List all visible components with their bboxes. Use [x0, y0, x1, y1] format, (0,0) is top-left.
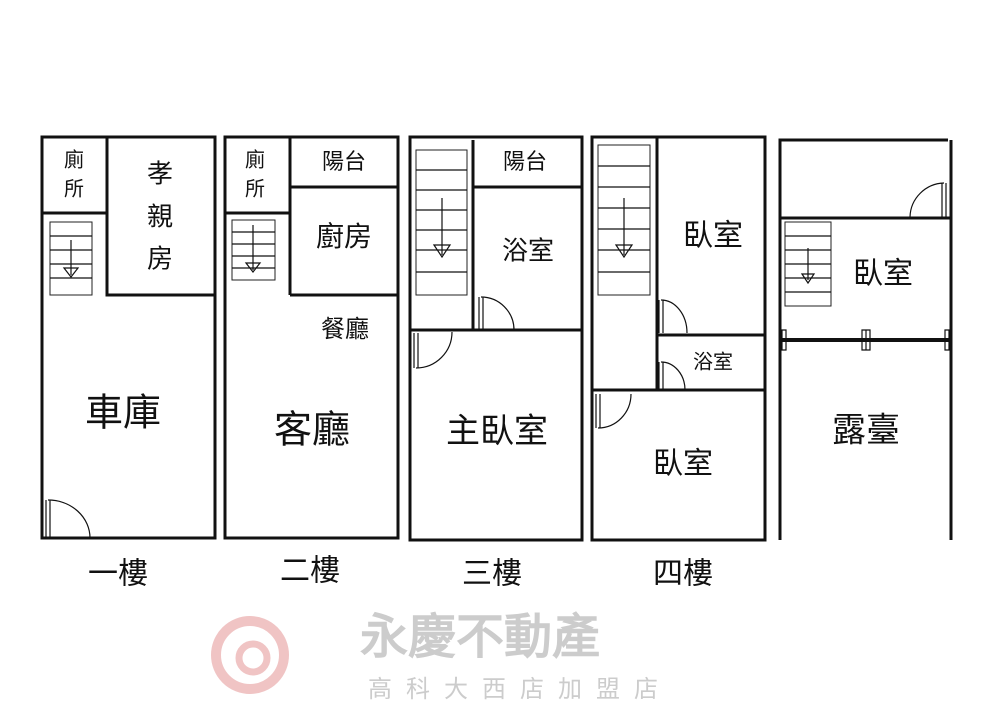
floor-1: 廁 所 孝 親 房 車庫: [40, 135, 217, 540]
room-label-balcony: 陽台: [322, 150, 366, 175]
stairs-icon: [49, 221, 93, 296]
room-label-bath: 浴室: [693, 350, 733, 374]
door-icon: [413, 331, 453, 369]
room-label-parents: 親: [147, 203, 173, 233]
stairs-icon: [231, 219, 276, 281]
room-label-living: 客廳: [274, 408, 350, 452]
room-label-dining: 餐廳: [321, 315, 369, 343]
floor-label: 一樓: [88, 557, 148, 592]
door-icon: [658, 361, 686, 391]
sliding-door-icon: [781, 329, 950, 351]
room-label-kitchen: 廚房: [316, 220, 372, 253]
room-label-toilet: 廁: [64, 148, 84, 172]
floor-4: 臥室 浴室 臥室: [590, 135, 767, 542]
room-label-toilet: 廁: [245, 148, 265, 172]
room-label-terrace: 露臺: [832, 411, 900, 451]
watermark-branch: 高科大西店加盟店: [368, 675, 672, 703]
floor-label: 三樓: [462, 557, 522, 592]
stairs-icon: [597, 144, 651, 296]
room-label-bedroom: 臥室: [653, 447, 713, 482]
stairs-icon: [784, 221, 832, 307]
room-label-bath: 浴室: [502, 237, 554, 267]
room-label-parents: 孝: [147, 160, 173, 190]
room-label-balcony: 陽台: [503, 150, 547, 175]
door-icon: [909, 182, 947, 218]
room-label-toilet: 所: [245, 177, 265, 201]
door-icon: [658, 299, 688, 334]
door-icon: [595, 393, 632, 429]
floor-5: 臥室 露臺: [778, 138, 953, 540]
floor-3: 陽台 浴室 主臥室: [408, 135, 584, 542]
floor-2: 廁 所 陽台 廚房 餐廳 客廳: [223, 135, 400, 540]
room-label-bedroom: 臥室: [853, 257, 913, 292]
room-label-parents: 房: [147, 245, 173, 275]
door-icon: [478, 296, 515, 331]
watermark-logo-icon: [211, 616, 289, 694]
room-label-garage: 車庫: [85, 391, 161, 435]
floor-label: 二樓: [280, 554, 340, 589]
watermark: 永慶不動產 高科大西店加盟店: [211, 609, 672, 703]
watermark-brand: 永慶不動產: [360, 609, 600, 665]
room-label-master-bedroom: 主臥室: [446, 412, 548, 452]
floor-label: 四樓: [653, 557, 713, 592]
room-label-bedroom: 臥室: [683, 219, 743, 254]
stairs-icon: [415, 149, 468, 296]
room-label-toilet: 所: [64, 177, 84, 201]
door-icon: [45, 499, 91, 539]
